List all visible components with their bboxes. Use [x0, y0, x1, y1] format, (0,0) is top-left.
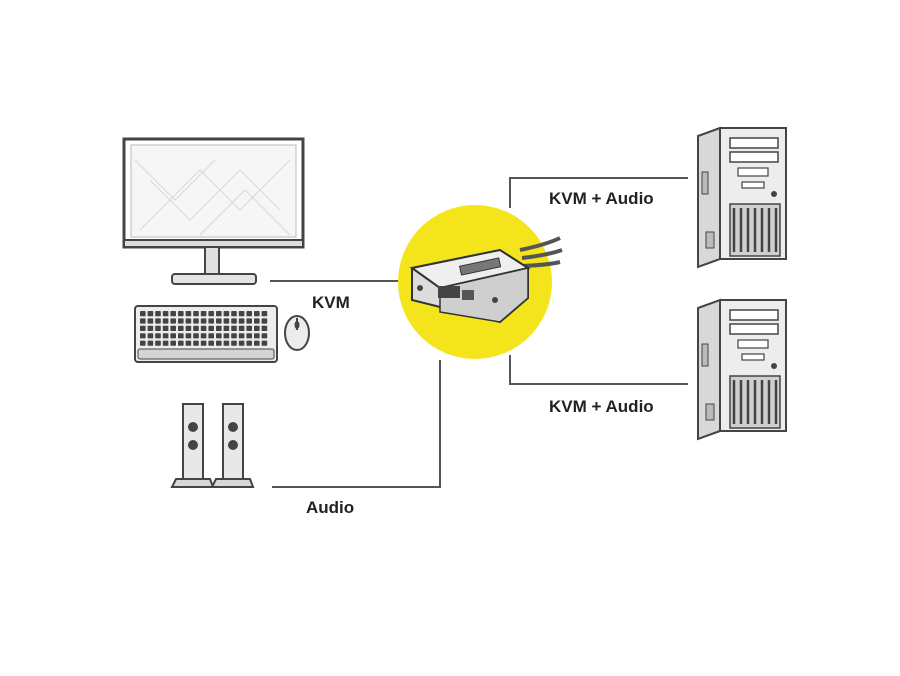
mouse-icon	[284, 315, 310, 351]
speaker-right-icon	[210, 403, 255, 488]
kvm-switch-icon	[409, 248, 531, 324]
speakers-icon	[170, 403, 255, 488]
kvm-label: KVM	[312, 293, 350, 312]
pc-tower-bottom-icon	[697, 298, 787, 441]
kvm-audio-top-label: KVM + Audio	[549, 189, 654, 208]
kvm-audio-bottom-label: KVM + Audio	[549, 397, 654, 416]
kvm-switch-group	[398, 205, 563, 359]
pc-tower-top-icon	[697, 126, 787, 269]
keyboard-icon	[134, 305, 278, 363]
monitor-icon	[122, 137, 305, 285]
audio-line	[272, 360, 441, 488]
pc1-line	[509, 177, 688, 208]
audio-label: Audio	[306, 498, 354, 517]
pc2-line	[509, 355, 688, 385]
connection-lines	[270, 177, 688, 488]
speaker-left-icon	[170, 403, 215, 488]
